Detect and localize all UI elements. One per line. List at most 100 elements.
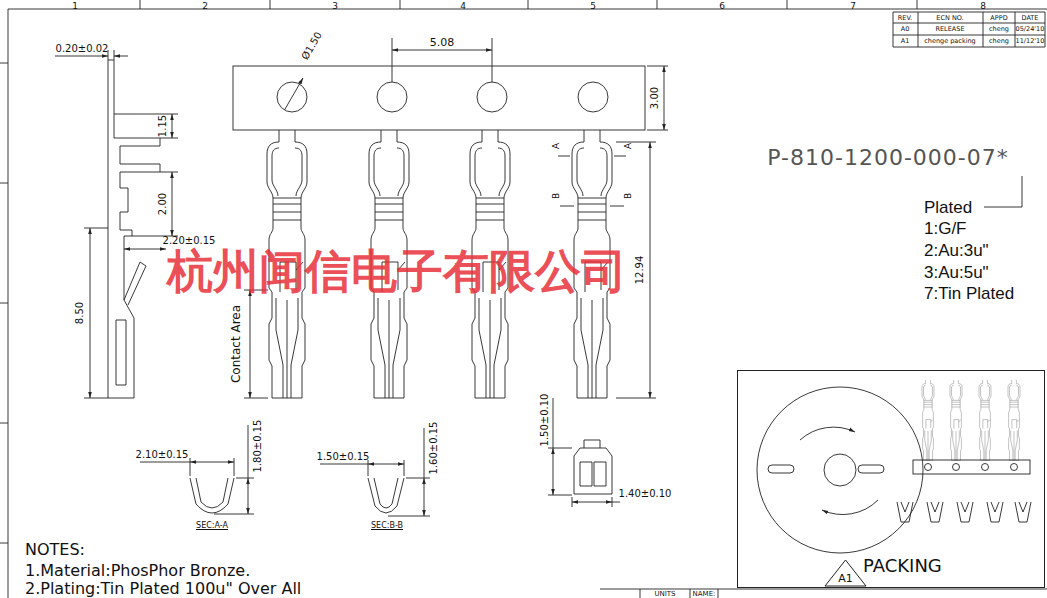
pilot-hole bbox=[1011, 464, 1018, 471]
revision-code: A1 bbox=[838, 573, 853, 584]
table-cell: chenge packing bbox=[924, 38, 976, 45]
dimension: 8.50 bbox=[75, 302, 85, 324]
dimension: 1.15 bbox=[158, 115, 168, 137]
dimension-line bbox=[368, 464, 404, 465]
dimension-line bbox=[124, 249, 166, 250]
dimension: 5.08 bbox=[430, 37, 455, 48]
column-number: 7 bbox=[850, 2, 856, 11]
note: 1.Material:PhosPhor Bronze. bbox=[25, 563, 250, 579]
note: 2.Plating:Tin Plated 100u" Over All bbox=[25, 581, 301, 597]
pilot-hole bbox=[925, 464, 932, 471]
reel-slot bbox=[768, 465, 794, 473]
column-number: 5 bbox=[590, 2, 596, 11]
carrier-strip bbox=[913, 460, 1030, 474]
dimension-line bbox=[250, 290, 251, 398]
table-header: ECN NO. bbox=[936, 14, 963, 21]
table-cell: 05/24'10 bbox=[1016, 26, 1045, 33]
section-title: SEC:A-A bbox=[196, 522, 228, 530]
frame-border bbox=[8, 9, 1047, 598]
pilot-hole bbox=[377, 82, 407, 112]
dimension: 2.10±0.15 bbox=[136, 450, 189, 460]
dimension-line bbox=[285, 78, 304, 110]
packing-title: PACKING bbox=[863, 557, 942, 575]
reel bbox=[757, 387, 923, 553]
plating-option: 7:Tin Plated bbox=[924, 285, 1014, 302]
dimension-line bbox=[248, 478, 249, 514]
title-block bbox=[600, 589, 1047, 598]
reel-slot bbox=[858, 465, 884, 473]
dimension-line bbox=[392, 50, 492, 51]
dimension-line bbox=[190, 462, 234, 463]
terminal bbox=[950, 380, 962, 460]
pilot-hole bbox=[982, 464, 989, 471]
area-label: Contact Area bbox=[230, 305, 242, 383]
dimension-line bbox=[650, 142, 651, 398]
dimension-line bbox=[664, 66, 665, 130]
table-header: APPD bbox=[990, 14, 1007, 21]
section-cut-marks bbox=[558, 156, 626, 206]
plating-option: 1:G/F bbox=[924, 220, 967, 237]
extension-lines bbox=[140, 425, 254, 514]
column-number: 1 bbox=[72, 2, 78, 11]
side-lance bbox=[124, 262, 146, 305]
table-cell: 11/12'10 bbox=[1016, 38, 1045, 45]
reel-hub bbox=[824, 454, 856, 486]
column-number: 6 bbox=[719, 2, 725, 11]
pilot-hole bbox=[477, 82, 507, 112]
part-number: P-810-1200-000-07* bbox=[767, 147, 1009, 169]
dimension: 1.50±0.15 bbox=[317, 452, 370, 462]
leader-line bbox=[984, 176, 1022, 207]
dimension-line bbox=[172, 172, 173, 236]
section-profile bbox=[368, 478, 404, 513]
pilot-hole bbox=[953, 464, 960, 471]
dimension: 1.40±0.10 bbox=[619, 489, 672, 499]
dimension-line bbox=[172, 114, 173, 138]
packing-frame: PACKING A1 bbox=[737, 370, 1045, 588]
rotation-arrow bbox=[800, 427, 855, 440]
plating-heading: Plated bbox=[924, 199, 972, 216]
side-view bbox=[108, 60, 160, 398]
section-mark: B bbox=[624, 193, 633, 199]
dimension-line bbox=[553, 448, 554, 495]
table-header: REV. bbox=[898, 14, 912, 21]
dimension-line bbox=[114, 56, 128, 57]
revision-triangle: A1 bbox=[824, 559, 867, 587]
terminal bbox=[922, 380, 934, 460]
column-number: 3 bbox=[332, 2, 338, 11]
terminal bbox=[1008, 380, 1020, 460]
section-title: SEC:B-B bbox=[371, 522, 403, 530]
title-block-field: UNITS bbox=[654, 590, 675, 597]
dimension: 0.20±0.02 bbox=[56, 44, 109, 54]
revision-table bbox=[893, 12, 1045, 47]
dimension: 12.94 bbox=[635, 256, 645, 285]
extension-lines bbox=[320, 428, 430, 516]
table-cell: cheng bbox=[989, 26, 1009, 33]
table-cell: RELEASE bbox=[935, 26, 964, 33]
extension-lines bbox=[84, 50, 178, 398]
dimension: Ø1.50 bbox=[300, 30, 324, 61]
dimension: 1.80±0.15 bbox=[253, 420, 263, 473]
plating-option: 2:Au:3u" bbox=[924, 242, 989, 259]
dimension: 2.20±0.15 bbox=[163, 236, 216, 246]
column-number: 4 bbox=[460, 2, 466, 11]
frame-ticks bbox=[0, 0, 917, 543]
terminal bbox=[979, 380, 991, 460]
table-cell: A0 bbox=[901, 26, 910, 33]
section-mark: A bbox=[552, 143, 561, 149]
plating-option: 3:Au:5u" bbox=[924, 264, 989, 281]
section-mark: A bbox=[624, 143, 633, 149]
section-mark: B bbox=[552, 193, 561, 199]
table-header: DATE bbox=[1022, 14, 1039, 21]
watermark: 杭州闻信电子有限公司 bbox=[167, 248, 627, 294]
extension-lines bbox=[244, 38, 668, 398]
side-slot bbox=[116, 320, 126, 385]
dimension: 2.00 bbox=[158, 193, 168, 215]
rotation-arrow bbox=[822, 500, 878, 515]
table-cell: cheng bbox=[989, 38, 1009, 45]
dimension-line bbox=[55, 56, 108, 57]
column-number: 2 bbox=[202, 2, 208, 11]
dimension-line bbox=[90, 228, 91, 398]
title-block-field: NAME: bbox=[693, 590, 716, 597]
carrier-strip bbox=[233, 66, 645, 130]
